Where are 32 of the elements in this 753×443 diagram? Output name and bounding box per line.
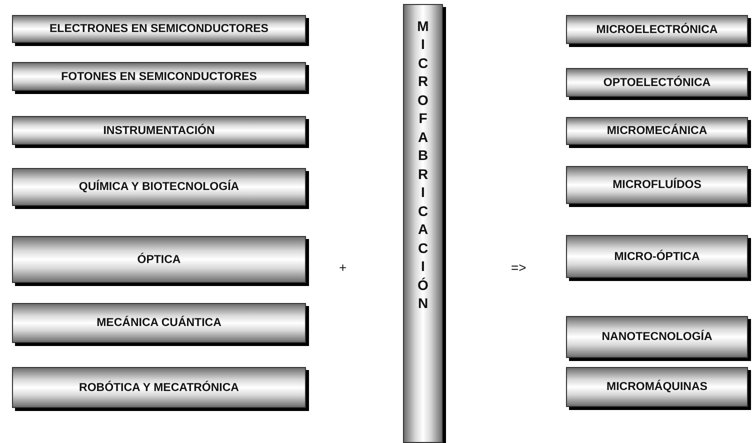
- metal-box: [12, 236, 306, 283]
- box-label: MICROMÁQUINAS: [606, 381, 708, 393]
- box-label: QUÍMICA Y BIOTECNOLOGÍA: [78, 181, 240, 193]
- box-label: ÓPTICA: [137, 254, 181, 266]
- metal-box: [12, 116, 306, 145]
- operator-symbol: =>: [511, 260, 526, 275]
- metal-box: [566, 367, 748, 407]
- box-label: MICROFABRICACIÓN: [416, 17, 434, 312]
- metal-box: [12, 303, 306, 343]
- box-label: MICROFLUÍDOS: [612, 179, 702, 191]
- metal-box: [566, 68, 748, 97]
- box-label: MICRO-ÓPTICA: [614, 250, 700, 262]
- box-label: MICROELECTRÓNICA: [596, 24, 718, 36]
- metal-box: [12, 15, 306, 43]
- metal-box: [566, 15, 748, 44]
- box-label: ROBÓTICA Y MECATRÓNICA: [79, 382, 239, 394]
- metal-box: [566, 166, 748, 204]
- vertical-bar: [403, 4, 443, 443]
- box-label: FOTONES EN SEMICONDUCTORES: [61, 70, 257, 82]
- metal-box: [12, 62, 306, 91]
- box-label: ELECTRONES EN SEMICONDUCTORES: [50, 23, 268, 35]
- metal-box: [12, 168, 306, 206]
- metal-box: [566, 316, 748, 358]
- metal-box: [12, 367, 306, 408]
- box-label: INSTRUMENTACIÓN: [103, 124, 215, 136]
- operator-symbol: +: [339, 260, 347, 275]
- box-label: OPTOELECTÓNICA: [603, 76, 711, 88]
- metal-box: [566, 117, 748, 145]
- box-label: MECÁNICA CUÁNTICA: [96, 317, 222, 329]
- box-label: NANOTECNOLOGÍA: [602, 331, 712, 343]
- box-label: MICROMECÁNICA: [606, 125, 708, 137]
- metal-box: [566, 235, 748, 278]
